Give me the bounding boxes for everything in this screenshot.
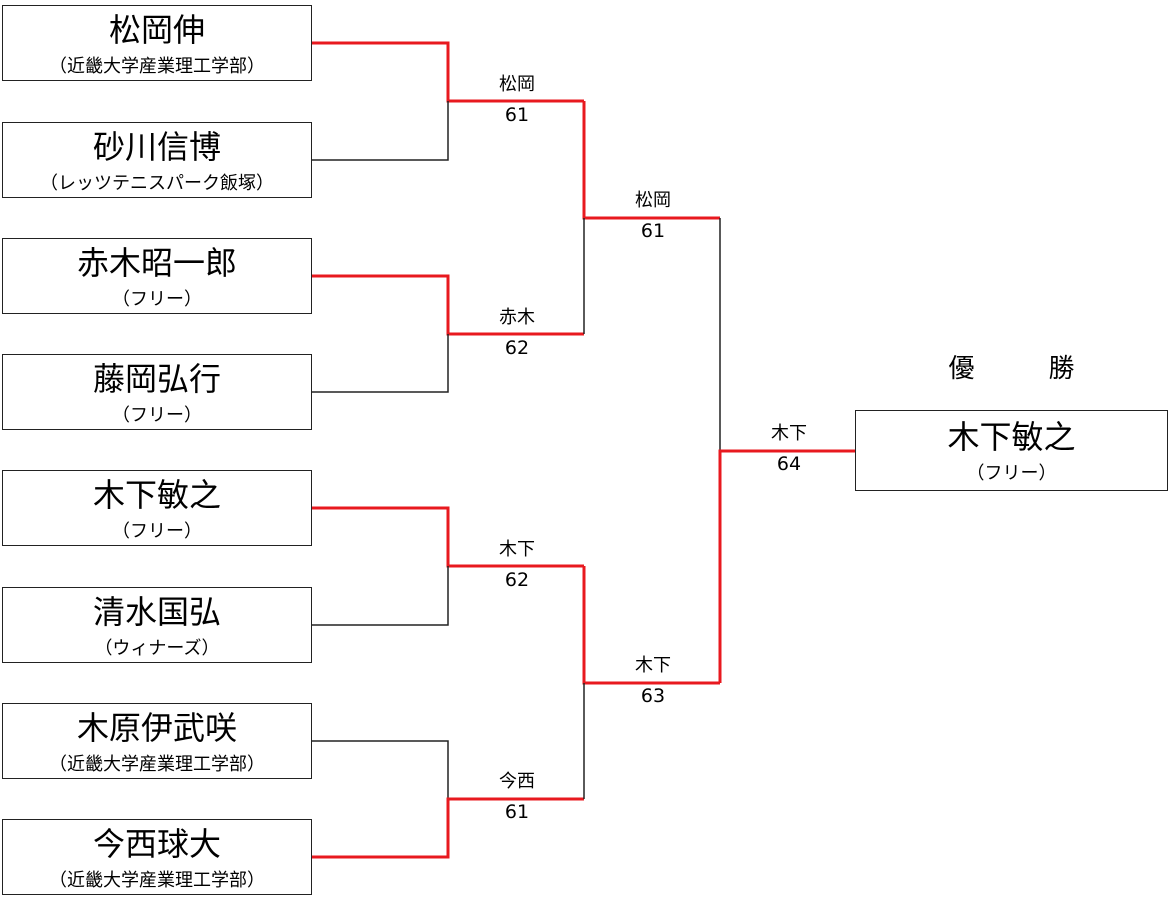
player-box-3: 赤木昭一郎 （フリー） xyxy=(2,238,312,314)
match-score: 62 xyxy=(504,337,530,359)
r1-m1-loser-line xyxy=(312,101,449,161)
player-club: （フリー） xyxy=(112,405,202,426)
player-box-1: 松岡伸 （近畿大学産業理工学部） xyxy=(2,5,312,81)
player-box-6: 清水国弘 （ウィナーズ） xyxy=(2,587,312,663)
r1-m4-winner-line xyxy=(312,797,584,859)
player-name: 清水国弘 xyxy=(92,593,221,631)
match-score: 61 xyxy=(504,104,530,126)
match-score: 64 xyxy=(776,453,802,475)
player-club: （レッツテニスパーク飯塚） xyxy=(40,173,274,194)
r2-match-1-label: 松岡 61 xyxy=(608,189,698,243)
player-club: （ウィナーズ） xyxy=(94,638,220,659)
r1-m3-winner-line xyxy=(312,506,584,568)
r1-m4-loser-line xyxy=(312,740,449,799)
champion-club: （フリー） xyxy=(966,463,1057,484)
match-score: 62 xyxy=(504,569,530,591)
match-winner: 今西 xyxy=(499,771,535,792)
final-match-label: 木下 64 xyxy=(744,422,834,476)
r1-m3-loser-line xyxy=(312,566,449,626)
player-club: （近畿大学産業理工学部） xyxy=(49,754,265,775)
match-winner: 木下 xyxy=(635,655,671,676)
champion-box: 木下敏之 （フリー） xyxy=(855,410,1168,491)
r1-match-4-label: 今西 61 xyxy=(472,770,562,824)
player-name: 今西球大 xyxy=(92,825,221,863)
match-score: 61 xyxy=(504,801,530,823)
r1-match-3-label: 木下 62 xyxy=(472,538,562,592)
player-name: 木原伊武咲 xyxy=(76,709,237,747)
r1-m2-winner-line xyxy=(312,274,584,336)
player-box-4: 藤岡弘行 （フリー） xyxy=(2,354,312,430)
player-name: 松岡伸 xyxy=(108,11,205,49)
champion-name: 木下敏之 xyxy=(947,418,1076,456)
r1-match-1-label: 松岡 61 xyxy=(472,73,562,127)
match-winner: 松岡 xyxy=(635,190,671,211)
player-club: （近畿大学産業理工学部） xyxy=(49,56,265,77)
player-name: 木下敏之 xyxy=(92,476,221,514)
match-score: 61 xyxy=(640,220,666,242)
r1-match-2-label: 赤木 62 xyxy=(472,306,562,360)
player-box-2: 砂川信博 （レッツテニスパーク飯塚） xyxy=(2,122,312,198)
final-winner-line xyxy=(718,449,855,683)
player-name: 砂川信博 xyxy=(92,128,221,166)
match-winner: 木下 xyxy=(771,423,807,444)
r2-match-2-label: 木下 63 xyxy=(608,654,698,708)
r1-m1-winner-line xyxy=(312,41,584,103)
r1-m2-loser-line xyxy=(312,334,449,393)
player-club: （フリー） xyxy=(112,289,202,310)
player-box-7: 木原伊武咲 （近畿大学産業理工学部） xyxy=(2,703,312,779)
player-box-8: 今西球大 （近畿大学産業理工学部） xyxy=(2,819,312,895)
player-box-5: 木下敏之 （フリー） xyxy=(2,470,312,546)
player-club: （近畿大学産業理工学部） xyxy=(49,870,265,891)
match-winner: 木下 xyxy=(499,539,535,560)
player-club: （フリー） xyxy=(112,521,202,542)
match-winner: 松岡 xyxy=(499,74,535,95)
champion-heading: 優 勝 xyxy=(948,354,1099,384)
match-score: 63 xyxy=(640,685,666,707)
match-winner: 赤木 xyxy=(499,307,535,328)
player-name: 藤岡弘行 xyxy=(92,360,221,398)
player-name: 赤木昭一郎 xyxy=(76,244,237,282)
